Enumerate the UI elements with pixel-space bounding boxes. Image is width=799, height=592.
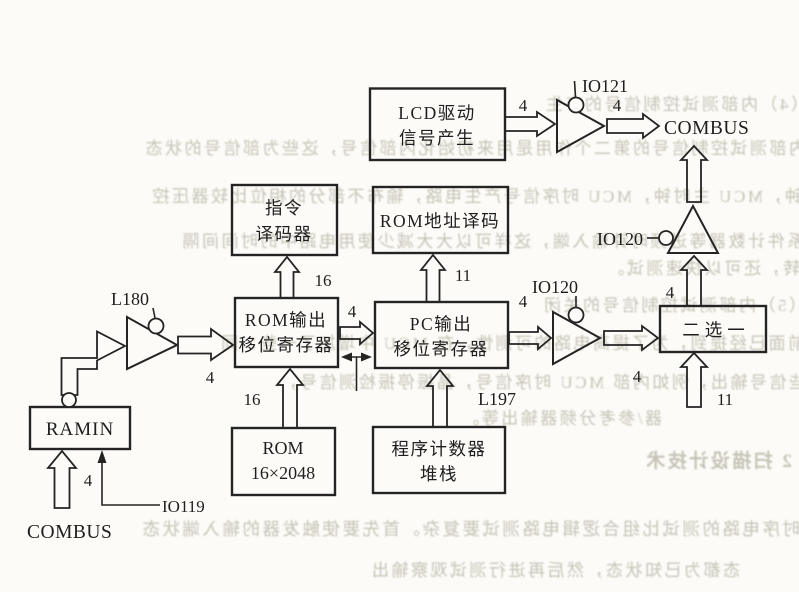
mux-2to1-label: 二选一 bbox=[682, 320, 750, 340]
rom-label-line1: ROM bbox=[262, 438, 303, 458]
bus-width-buffer-to-mux: 4 bbox=[633, 367, 642, 386]
rom-label-line2: 16×2048 bbox=[251, 463, 315, 483]
io119-label: IO119 bbox=[162, 497, 205, 516]
io120-vertical-label: IO120 bbox=[597, 229, 643, 249]
bus-width-romshift-to-pcshift: 4 bbox=[348, 302, 357, 321]
pc-stack-label-line2: 堆栈 bbox=[420, 464, 458, 484]
bus-width-pcshift-to-buffer: 4 bbox=[519, 292, 528, 311]
io121-buffer-icon bbox=[556, 98, 607, 154]
arrow-l180-buffer-to-romshift bbox=[177, 327, 235, 362]
ramin-label: RAMIN bbox=[46, 419, 114, 440]
io119-arrowhead-icon bbox=[97, 450, 107, 463]
combus-bottom-label: COMBUS bbox=[27, 522, 112, 543]
l197-label: L197 bbox=[478, 389, 516, 409]
mux-2to1-box bbox=[658, 304, 768, 354]
arrow-pcshift-to-io120-buffer bbox=[508, 325, 553, 351]
arrow-ramin-feedback-to-l180-buffer bbox=[60, 330, 127, 396]
arrow-bottom-input-to-mux bbox=[678, 351, 710, 408]
lcd-signal-gen-label-line2: 信号产生 bbox=[399, 128, 475, 148]
bidirectional-left-arrowhead-icon bbox=[341, 352, 352, 362]
pc-output-shift-register-box bbox=[373, 300, 510, 370]
pc-output-shift-register-label-line2: 移位寄存器 bbox=[394, 339, 489, 359]
instruction-decoder-label-line1: 指令 bbox=[265, 198, 303, 218]
io121-label: IO121 bbox=[582, 76, 628, 96]
combus-top-label: COMBUS bbox=[664, 118, 749, 139]
io120-horizontal-buffer-icon bbox=[552, 310, 603, 366]
ramin-output-bubble-icon bbox=[61, 392, 77, 408]
io120-horizontal-label: IO120 bbox=[532, 277, 578, 297]
instruction-decoder-box bbox=[230, 183, 339, 257]
arrow-combus-to-ramin bbox=[46, 449, 78, 509]
ramin-box bbox=[28, 405, 132, 451]
l180-label-tick bbox=[152, 307, 156, 319]
arrow-stack-to-pcshift bbox=[425, 368, 455, 428]
arrow-io120-buffer-to-mux bbox=[603, 324, 660, 352]
bus-width-pcshift-to-romaddr: 11 bbox=[455, 266, 471, 285]
arrow-romshift-to-pcshift bbox=[339, 320, 375, 346]
pc-stack-label-line1: 程序计数器 bbox=[392, 439, 487, 459]
bus-width-mux-to-buffer: 4 bbox=[666, 283, 675, 302]
pc-output-shift-register-label-line1: PC输出 bbox=[410, 314, 472, 334]
io121-label-tick bbox=[573, 80, 577, 98]
arrow-io120-vertical-buffer-to-combus bbox=[678, 144, 710, 203]
rom-address-decoder-box bbox=[371, 185, 510, 255]
arrow-mux-to-io120-vertical-buffer bbox=[678, 254, 710, 307]
arrow-rom-to-romshift bbox=[275, 367, 305, 429]
rom-output-shift-register-box bbox=[233, 296, 340, 369]
bidirectional-right-arrowhead-icon bbox=[361, 352, 372, 362]
arrow-lcd-to-io121-buffer bbox=[504, 110, 557, 138]
io119-control-line bbox=[101, 456, 160, 506]
bus-width-mux-bottom-input: 11 bbox=[717, 390, 733, 409]
bus-width-combus-to-ramin: 4 bbox=[84, 471, 93, 490]
bus-width-buffer-to-combus: 4 bbox=[613, 96, 622, 115]
rom-output-shift-register-label-line1: ROM输出 bbox=[245, 310, 327, 330]
bus-width-lcd-to-buffer: 4 bbox=[519, 96, 528, 115]
io120-vertical-enable-bubble-icon bbox=[658, 230, 674, 246]
l180-label: L180 bbox=[111, 289, 149, 309]
arrow-io121-buffer-to-combus bbox=[606, 112, 661, 140]
rom-output-shift-register-label-line2: 移位寄存器 bbox=[239, 335, 334, 355]
l180-enable-bubble-icon bbox=[147, 317, 165, 335]
io120-vertical-buffer-icon bbox=[666, 203, 720, 254]
arrow-pcshift-to-rom-address-decoder bbox=[419, 253, 447, 303]
bus-width-romshift-to-decoder: 16 bbox=[315, 271, 332, 290]
bus-width-rom-to-romshift: 16 bbox=[244, 390, 261, 409]
bus-width-buffer-to-romshift: 4 bbox=[206, 368, 215, 387]
arrow-romshift-to-instruction-decoder bbox=[273, 255, 301, 299]
io121-enable-bubble-icon bbox=[567, 96, 585, 114]
instruction-decoder-label-line2: 译码器 bbox=[256, 224, 313, 244]
lcd-signal-gen-label-line1: LCD驱动 bbox=[398, 103, 476, 123]
rom-address-decoder-label: ROM地址译码 bbox=[380, 211, 500, 231]
io120-horizontal-enable-bubble-icon bbox=[567, 306, 585, 324]
lcd-signal-gen-box bbox=[368, 87, 507, 162]
